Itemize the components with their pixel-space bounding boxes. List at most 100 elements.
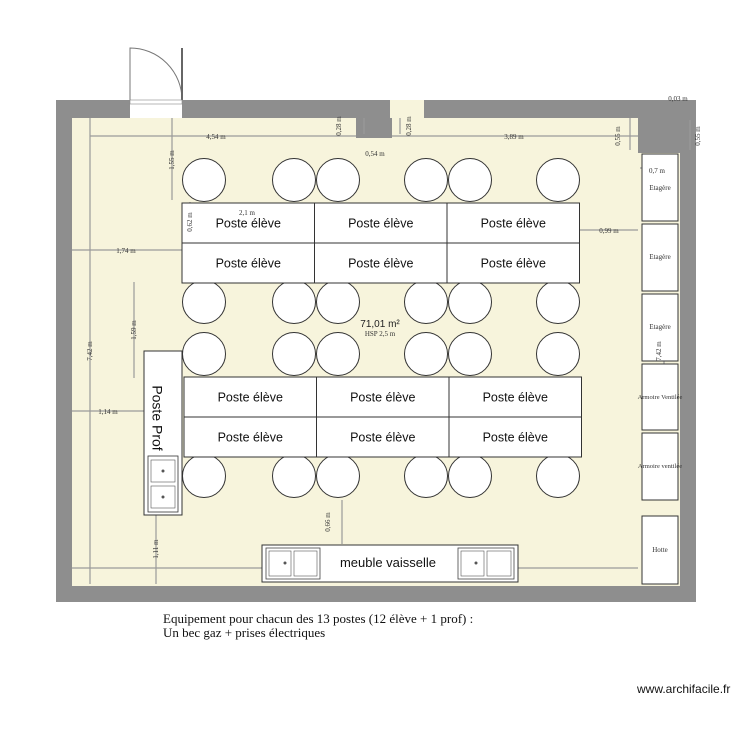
dim-room-height-right: 7,42 m <box>655 341 663 361</box>
dim-door-post: 0,28 m <box>335 116 343 136</box>
student-desk-body <box>314 202 448 244</box>
stool <box>536 158 580 202</box>
ventilated-cabinet-2[interactable] <box>641 432 679 501</box>
stool <box>448 280 492 324</box>
stool <box>536 280 580 324</box>
stool <box>182 332 226 376</box>
student-desk[interactable]: Poste élève <box>448 416 582 458</box>
stool <box>272 454 316 498</box>
dim-outer-corner-top: 0,03 m <box>668 95 688 103</box>
stool <box>316 332 360 376</box>
stool <box>316 158 360 202</box>
student-desk-body <box>446 202 580 244</box>
door-opening <box>130 100 182 118</box>
counter-sink-right-basin <box>460 550 485 577</box>
stool <box>182 454 226 498</box>
dim-top-left: 4,54 m <box>206 133 226 141</box>
student-desk[interactable]: Poste élève <box>183 376 317 418</box>
stool <box>404 280 448 324</box>
dish-counter[interactable]: meuble vaisselle <box>261 544 519 583</box>
dim-outer-corner-side: 0,55 m <box>694 126 702 146</box>
equipment-caption: Equipement pour chacun des 13 postes (12… <box>163 612 473 640</box>
student-desk-label: Poste élève <box>348 217 413 231</box>
stool <box>316 454 360 498</box>
stool <box>272 332 316 376</box>
stool <box>404 332 448 376</box>
stool <box>272 280 316 324</box>
teacher-sink-basin <box>150 459 176 483</box>
student-desk-label: Poste élève <box>350 431 415 445</box>
student-desk[interactable]: Poste élève <box>316 416 450 458</box>
counter-sink-left-drainer <box>293 550 318 577</box>
room-area: 71,01 m² <box>360 319 400 330</box>
student-desk-label: Poste élève <box>216 257 281 271</box>
shelf-2[interactable] <box>641 223 679 292</box>
student-desk[interactable]: Poste élève <box>183 416 317 458</box>
stool <box>448 158 492 202</box>
dim-desk-width: 2,1 m <box>239 209 256 217</box>
student-desk[interactable]: Poste élève <box>314 202 448 244</box>
dim-door-post-right: 0,28 m <box>405 116 413 136</box>
student-desk[interactable]: Poste élève <box>446 202 580 244</box>
stool <box>536 332 580 376</box>
student-desk[interactable]: Poste élève <box>181 242 315 284</box>
dim-top-right: 3,89 m <box>504 133 524 141</box>
dim-left-offset: 1,74 m <box>116 247 136 255</box>
caption-line-1: Equipement pour chacun des 13 postes (12… <box>163 611 474 626</box>
door[interactable] <box>129 47 183 105</box>
student-desk-body <box>316 376 450 418</box>
dim-teacher-offset: 1,14 m <box>98 408 118 416</box>
dim-room-height: 7,42 m <box>86 341 94 361</box>
stool <box>404 158 448 202</box>
counter-sink-left <box>265 547 321 580</box>
pillar <box>356 118 392 138</box>
teacher-sink-drain-2 <box>161 495 165 499</box>
door-swing <box>129 47 183 101</box>
shelf-1-label: Etagère <box>649 184 670 192</box>
teacher-desk-label: Poste Prof <box>149 385 165 450</box>
student-desk-body <box>183 416 317 458</box>
dim-row-gap: 1,59 m <box>130 320 138 340</box>
student-desk[interactable]: Poste élève <box>448 376 582 418</box>
shelf-2-label: Etagère <box>649 253 670 261</box>
teacher-desk[interactable]: Poste Prof <box>143 350 183 516</box>
door-threshold <box>129 99 183 105</box>
dish-counter-label: meuble vaisselle <box>340 555 436 570</box>
stool <box>182 280 226 324</box>
credit-link[interactable]: www.archifacile.fr <box>637 682 731 696</box>
ventilated-cabinet-2-label: Armoire ventilée <box>638 463 682 470</box>
dim-shelf-depth: 0,7 m <box>649 167 666 175</box>
student-desk-label: Poste élève <box>350 391 415 405</box>
stool <box>272 158 316 202</box>
student-desk-body <box>448 416 582 458</box>
dim-bottom-offset: 1,11 m <box>152 539 160 559</box>
student-desk-body <box>446 242 580 284</box>
student-desk[interactable]: Poste élève <box>316 376 450 418</box>
ventilated-cabinet-1[interactable] <box>641 363 679 431</box>
student-desk-label: Poste élève <box>218 431 283 445</box>
storage-units: Etagère Etagère Etagère Armoire Ventilée… <box>638 153 683 585</box>
shelf-3[interactable] <box>641 293 679 362</box>
student-desk-body <box>316 416 450 458</box>
stool <box>448 332 492 376</box>
student-desk[interactable]: Poste élève <box>446 242 580 284</box>
student-desk-label: Poste élève <box>483 431 548 445</box>
ventilated-cabinet-1-label: Armoire Ventilée <box>638 394 683 401</box>
dim-row1-offset: 1,55 m <box>168 150 176 170</box>
fume-hood[interactable] <box>641 515 679 585</box>
teacher-sink-drainer <box>150 485 176 509</box>
student-desk[interactable]: Poste élève <box>314 242 448 284</box>
stool <box>448 454 492 498</box>
shelf-1[interactable] <box>641 153 679 222</box>
stools <box>182 158 580 498</box>
student-desk-label: Poste élève <box>348 257 413 271</box>
dim-desk-depth: 0,62 m <box>186 212 194 232</box>
teacher-sink-drain <box>161 469 165 473</box>
stool <box>536 454 580 498</box>
dim-counter-gap: 0,66 m <box>324 512 332 532</box>
dim-right-corner: 0,55 m <box>614 126 622 146</box>
student-desk[interactable]: Poste élève <box>181 202 315 244</box>
student-desk-label: Poste élève <box>481 257 546 271</box>
teacher-sink <box>147 455 179 513</box>
